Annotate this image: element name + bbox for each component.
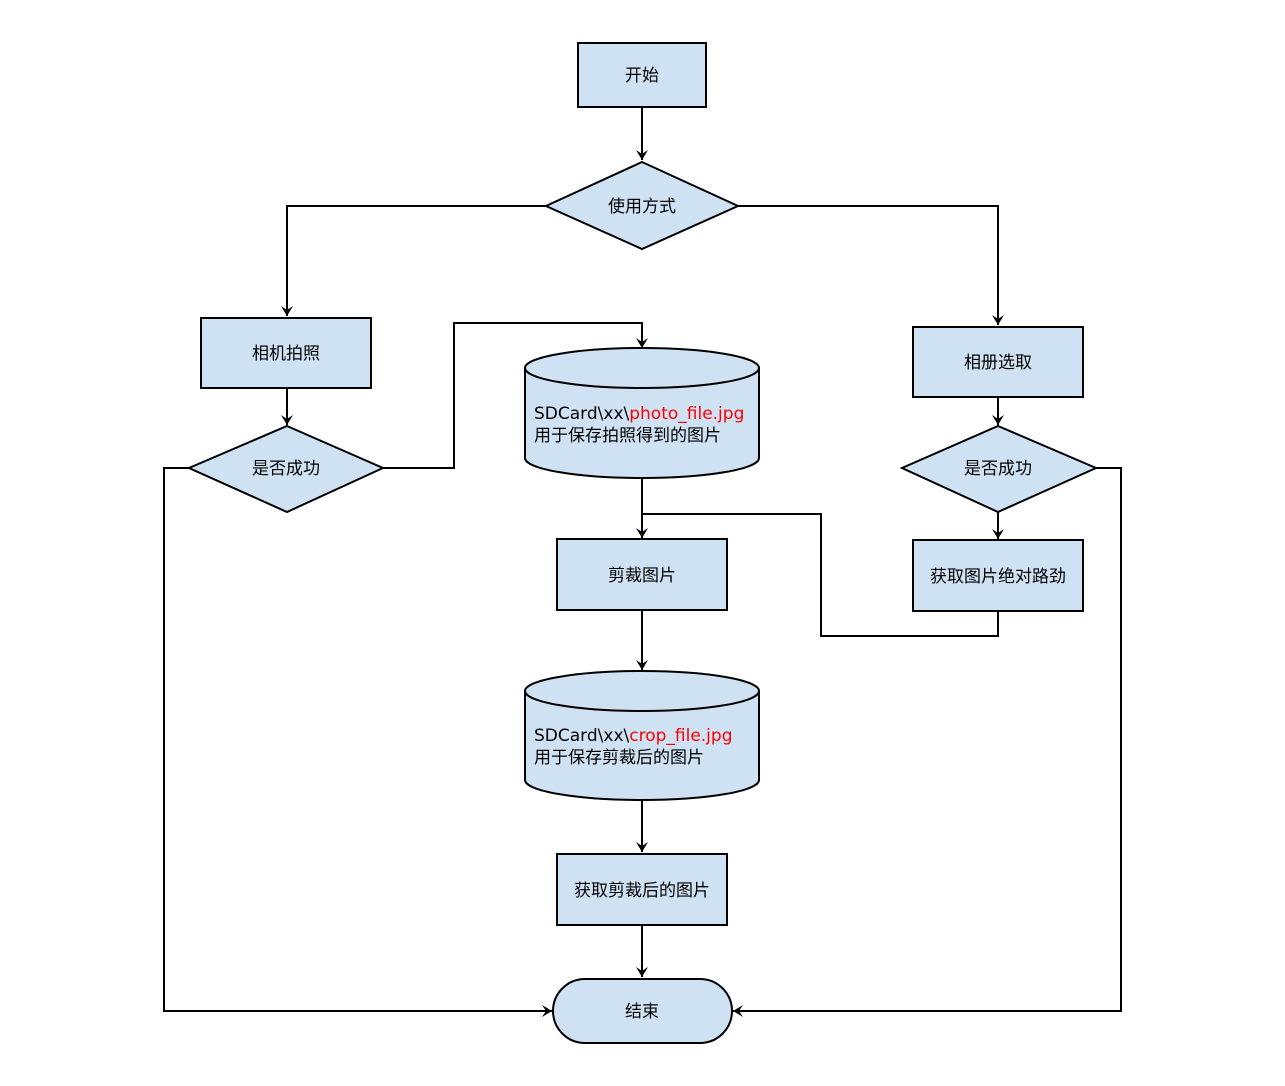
crop-storage-path-prefix: SDCard\xx\ [534, 726, 629, 746]
crop-storage-filename: crop_file.jpg [629, 726, 732, 746]
node-usage-decision: 使用方式 [543, 160, 741, 251]
edges [163, 107, 1122, 1017]
node-crop-storage-description: 用于保存剪裁后的图片 [534, 748, 704, 768]
node-crop: 剪裁图片 [556, 538, 728, 611]
edge-camera-fail-to-end [163, 467, 552, 1017]
node-usage-decision-label: 使用方式 [608, 196, 676, 217]
node-end-label: 结束 [625, 1002, 659, 1022]
node-camera-success-label: 是否成功 [252, 459, 320, 479]
node-get-cropped-label: 获取剪裁后的图片 [574, 881, 710, 901]
edge-usage-to-camera [281, 205, 546, 316]
edge-path-to-crop [642, 513, 999, 637]
node-album-success-label: 是否成功 [964, 459, 1032, 479]
edge-album-fail-to-end [733, 467, 1122, 1017]
photo-storage-path-prefix: SDCard\xx\ [534, 404, 629, 424]
node-album: 相册选取 [912, 326, 1084, 398]
node-photo-storage-description: 用于保存拍照得到的图片 [534, 426, 721, 446]
node-end: 结束 [552, 978, 733, 1044]
node-photo-storage-path: SDCard\xx\photo_file.jpg [534, 404, 744, 424]
node-get-path: 获取图片绝对路劲 [912, 539, 1084, 612]
node-album-label: 相册选取 [964, 353, 1032, 373]
node-get-cropped: 获取剪裁后的图片 [556, 853, 728, 926]
node-camera: 相机拍照 [200, 317, 372, 389]
node-start-label: 开始 [625, 66, 659, 86]
photo-storage-filename: photo_file.jpg [629, 404, 744, 424]
edge-camera-success-to-photo-storage [383, 322, 648, 469]
node-album-success: 是否成功 [899, 424, 1099, 514]
node-photo-storage: SDCard\xx\photo_file.jpg 用于保存拍照得到的图片 [524, 347, 760, 479]
node-crop-label: 剪裁图片 [608, 566, 676, 586]
edge-usage-to-album [738, 205, 1004, 325]
node-crop-storage: SDCard\xx\crop_file.jpg 用于保存剪裁后的图片 [524, 670, 760, 801]
node-start: 开始 [577, 42, 707, 108]
node-crop-storage-path: SDCard\xx\crop_file.jpg [534, 726, 733, 746]
node-camera-label: 相机拍照 [252, 344, 320, 364]
node-camera-success: 是否成功 [186, 424, 386, 514]
node-get-path-label: 获取图片绝对路劲 [930, 567, 1066, 587]
